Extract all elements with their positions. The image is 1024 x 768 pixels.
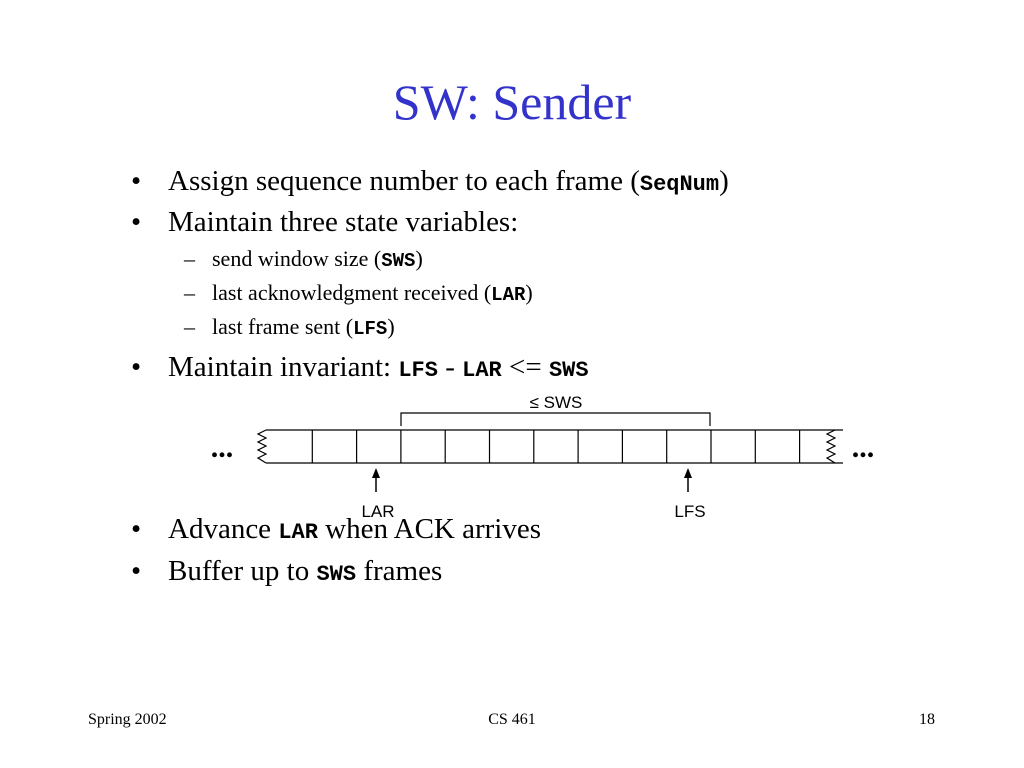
subbullet-text-after: ) xyxy=(525,280,533,305)
footer-date: Spring 2002 xyxy=(88,711,167,728)
code-lfs: LFS xyxy=(398,358,438,383)
bullet-mark: • xyxy=(131,555,142,587)
slide-title: SW: Sender xyxy=(392,74,632,130)
left-ellipsis: ... xyxy=(211,431,234,464)
bullet-text: Advance xyxy=(168,513,279,545)
bullet-text-after: when ACK arrives xyxy=(317,513,542,545)
right-ellipsis: ... xyxy=(852,431,875,464)
code-lar: LAR xyxy=(491,284,526,306)
subbullet-mark: – xyxy=(184,246,195,271)
subbullet-mark: – xyxy=(184,280,195,305)
bullet-text: Buffer up to xyxy=(168,555,317,587)
bullet-text: Assign sequence number to each frame ( xyxy=(168,165,640,197)
operator-minus: - xyxy=(437,351,463,383)
frame-dividers xyxy=(311,430,801,463)
code-seqnum: SeqNum xyxy=(639,172,720,197)
bullet-mark: • xyxy=(131,165,142,197)
code-sws: SWS xyxy=(548,358,589,383)
lar-label: LAR xyxy=(361,502,394,521)
subbullet-text: last acknowledgment received ( xyxy=(212,280,492,305)
lar-arrowhead xyxy=(372,468,380,478)
subbullet-text-after: ) xyxy=(415,246,423,271)
bullet-text: Maintain invariant: xyxy=(168,351,399,383)
code-lar: LAR xyxy=(278,520,318,545)
subbullet-text-after: ) xyxy=(387,314,395,339)
code-lar: LAR xyxy=(462,358,502,383)
lfs-arrowhead xyxy=(684,468,692,478)
bullet-mark: • xyxy=(131,351,142,383)
window-size-label: ≤ SWS xyxy=(530,393,583,412)
lfs-label: LFS xyxy=(674,502,705,521)
left-break-zigzag xyxy=(256,429,268,464)
bullet-text-after: frames xyxy=(356,555,443,587)
subbullet-text: last frame sent ( xyxy=(212,314,354,339)
bullet-text: Maintain three state variables: xyxy=(168,206,519,238)
footer-page-number: 18 xyxy=(919,711,935,728)
code-lfs: LFS xyxy=(353,318,388,340)
subbullet-text: send window size ( xyxy=(212,246,382,271)
right-break-zigzag xyxy=(825,429,837,464)
code-sws: SWS xyxy=(316,562,357,587)
bullet-text-after: ) xyxy=(719,165,729,197)
footer-course: CS 461 xyxy=(488,711,536,728)
operator-lte: <= xyxy=(501,351,549,383)
bullet-mark: • xyxy=(131,206,142,238)
bullet-mark: • xyxy=(131,513,142,545)
subbullet-mark: – xyxy=(184,314,195,339)
window-bracket xyxy=(400,412,711,426)
code-sws: SWS xyxy=(381,250,416,272)
